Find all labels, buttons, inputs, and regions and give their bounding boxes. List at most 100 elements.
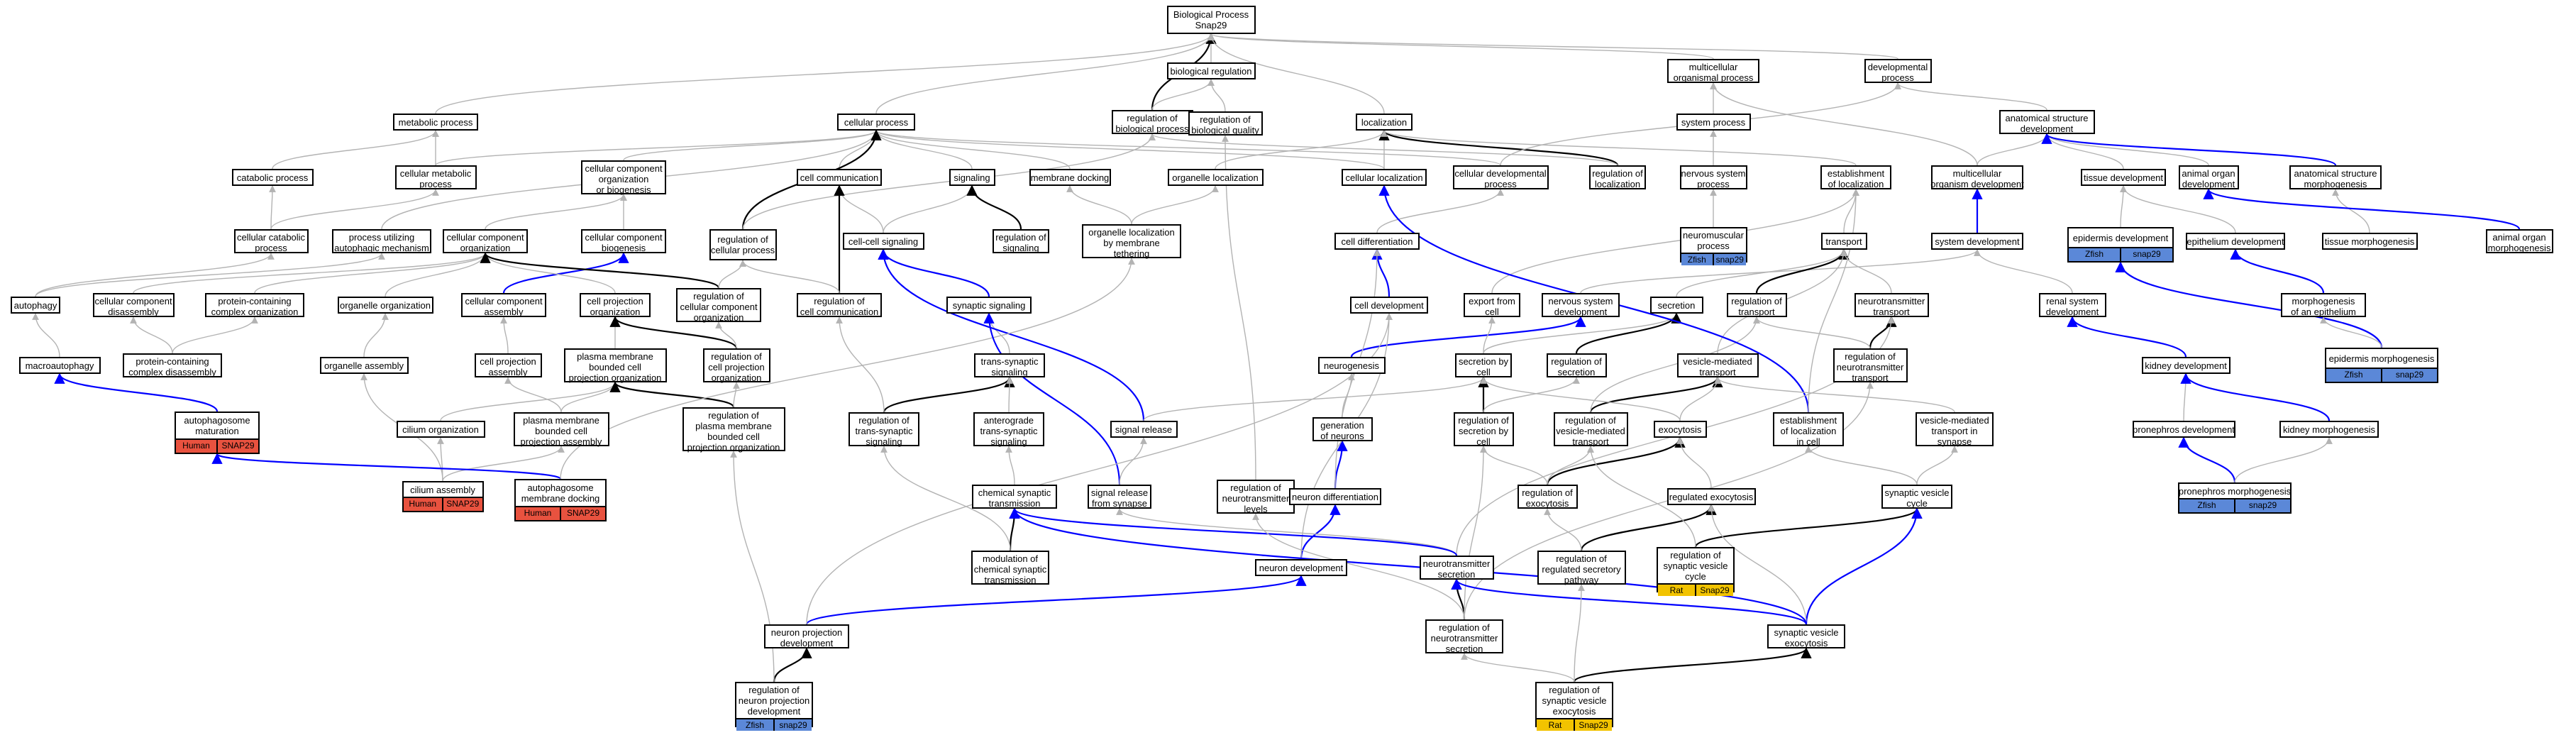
- go-term-regulation-secretion-by-cell[interactable]: regulation of secretion by cell: [1453, 412, 1514, 447]
- go-term-regulation-cellular-process[interactable]: regulation of cellular process: [709, 229, 777, 260]
- go-term-anatomical-structure-morphogenesis[interactable]: anatomical structure morphogenesis: [2289, 165, 2382, 189]
- go-term-neuron-differentiation[interactable]: neuron differentiation: [1289, 488, 1381, 505]
- go-term-system-development[interactable]: system development: [1931, 233, 2023, 250]
- go-term-signaling[interactable]: signaling: [949, 169, 995, 186]
- go-term-chemical-synaptic-transmission[interactable]: chemical synaptic transmission: [972, 485, 1057, 509]
- go-term-nervous-system-process[interactable]: nervous system process: [1679, 165, 1747, 189]
- go-term-regulation-transport[interactable]: regulation of transport: [1726, 293, 1787, 317]
- go-term-regulation-signaling[interactable]: regulation of signaling: [993, 229, 1049, 253]
- go-term-secretion[interactable]: secretion: [1649, 297, 1703, 314]
- go-term-autophagy[interactable]: autophagy: [11, 297, 60, 314]
- go-term-tissue-development[interactable]: tissue development: [2081, 169, 2166, 186]
- go-term-vesicle-mediated-transport[interactable]: vesicle-mediated transport: [1676, 353, 1759, 377]
- go-term-synaptic-signaling[interactable]: synaptic signaling: [946, 297, 1032, 314]
- go-term-cell-cell-signaling[interactable]: cell-cell signaling: [842, 233, 924, 250]
- go-term-secretion-by-cell[interactable]: secretion by cell: [1455, 353, 1512, 377]
- go-term-establishment-localization[interactable]: establishment of localization: [1820, 165, 1891, 189]
- go-term-multicellular-organism-development[interactable]: multicellular organism development: [1930, 165, 2024, 189]
- go-term-process-utilizing-autophagic[interactable]: process utilizing autophagic mechanism: [332, 229, 431, 253]
- go-term-animal-organ-development[interactable]: animal organ development: [2178, 165, 2239, 189]
- go-term-cellular-component-assembly[interactable]: cellular component assembly: [461, 293, 546, 317]
- go-term-signal-release[interactable]: signal release: [1110, 421, 1178, 438]
- go-term-cilium-organization[interactable]: cilium organization: [396, 421, 485, 438]
- go-term-organelle-assembly[interactable]: organelle assembly: [319, 357, 409, 374]
- go-term-cellular-localization[interactable]: cellular localization: [1342, 169, 1427, 186]
- go-term-synaptic-vesicle-exocytosis[interactable]: synaptic vesicle exocytosis: [1767, 624, 1845, 648]
- go-term-protein-containing-complex-organization[interactable]: protein-containing complex organization: [205, 293, 304, 317]
- go-term-system-process[interactable]: system process: [1676, 114, 1751, 131]
- go-term-cell-communication[interactable]: cell communication: [797, 169, 882, 186]
- go-term-regulated-exocytosis[interactable]: regulated exocytosis: [1666, 488, 1756, 505]
- go-term-regulation-localization[interactable]: regulation of localization: [1589, 165, 1646, 189]
- go-term-vesicle-mediated-transport-in-synapse[interactable]: vesicle-mediated transport in synapse: [1916, 412, 1994, 447]
- go-term-neurotransmitter-secretion[interactable]: neurotransmitter secretion: [1419, 556, 1494, 580]
- go-term-regulation-exocytosis[interactable]: regulation of exocytosis: [1517, 485, 1578, 509]
- go-term-plasma-membrane-bounded-cell-projection-organization[interactable]: plasma membrane bounded cell projection …: [563, 348, 667, 383]
- go-term-regulation-biological-quality[interactable]: regulation of biological quality: [1188, 111, 1263, 136]
- go-term-neurotransmitter-transport[interactable]: neurotransmitter transport: [1854, 293, 1929, 317]
- go-term-neurogenesis[interactable]: neurogenesis: [1317, 357, 1386, 374]
- go-term-pronephros-development[interactable]: pronephros development: [2132, 421, 2235, 438]
- go-term-kidney-development[interactable]: kidney development: [2141, 357, 2230, 374]
- go-term-export-from-cell[interactable]: export from cell: [1464, 293, 1520, 317]
- go-term-cell-development[interactable]: cell development: [1350, 297, 1428, 314]
- go-term-regulation-synaptic-vesicle-exocytosis[interactable]: regulation of synaptic vesicle exocytosi…: [1535, 682, 1613, 731]
- go-term-organelle-organization[interactable]: organelle organization: [337, 297, 433, 314]
- go-term-transport[interactable]: transport: [1820, 233, 1867, 250]
- go-term-cellular-component-disassembly[interactable]: cellular component disassembly: [92, 293, 175, 317]
- go-term-regulation-secretion[interactable]: regulation of secretion: [1546, 353, 1607, 377]
- go-term-anterograde-trans-synaptic-signaling[interactable]: anterograde trans-synaptic signaling: [973, 412, 1044, 447]
- go-term-modulation-chemical-synaptic-transmission[interactable]: modulation of chemical synaptic transmis…: [971, 551, 1049, 585]
- go-term-nervous-system-development[interactable]: nervous system development: [1542, 293, 1620, 317]
- go-term-regulation-neurotransmitter-transport[interactable]: regulation of neurotransmitter transport: [1833, 348, 1908, 383]
- go-term-generation-of-neurons[interactable]: generation of neurons: [1312, 417, 1373, 441]
- go-term-neuron-projection-development[interactable]: neuron projection development: [764, 624, 849, 648]
- go-term-regulation-vesicle-mediated-transport[interactable]: regulation of vesicle-mediated transport: [1553, 412, 1628, 447]
- go-term-cellular-process[interactable]: cellular process: [837, 114, 915, 131]
- go-term-trans-synaptic-signaling[interactable]: trans-synaptic signaling: [974, 353, 1045, 377]
- go-term-renal-system-development[interactable]: renal system development: [2038, 293, 2106, 317]
- go-term-cellular-metabolic-process[interactable]: cellular metabolic process: [394, 165, 477, 189]
- go-term-cell-projection-organization[interactable]: cell projection organization: [580, 293, 651, 317]
- go-term-root[interactable]: Biological Process Snap29: [1166, 6, 1256, 34]
- go-term-regulation-cellular-component-organization[interactable]: regulation of cellular component organiz…: [676, 288, 761, 323]
- go-term-metabolic-process[interactable]: metabolic process: [393, 114, 478, 131]
- go-term-plasma-membrane-bounded-cell-projection-assembly[interactable]: plasma membrane bounded cell projection …: [513, 412, 609, 447]
- go-term-regulation-cell-projection-organization[interactable]: regulation of cell projection organizati…: [702, 348, 770, 383]
- go-term-anatomical-structure-development[interactable]: anatomical structure development: [1999, 110, 2095, 134]
- go-term-cell-projection-assembly[interactable]: cell projection assembly: [474, 353, 542, 377]
- go-term-regulation-neuron-projection-development[interactable]: regulation of neuron projection developm…: [735, 682, 813, 731]
- go-term-localization[interactable]: localization: [1356, 114, 1413, 131]
- go-term-regulation-neurotransmitter-levels[interactable]: regulation of neurotransmitter levels: [1217, 480, 1295, 514]
- go-term-regulation-biological-process[interactable]: regulation of biological process: [1111, 110, 1193, 134]
- go-term-signal-release-from-synapse[interactable]: signal release from synapse: [1088, 485, 1151, 509]
- go-term-regulation-regulated-secretory-pathway[interactable]: regulation of regulated secretory pathwa…: [1537, 551, 1626, 585]
- go-term-kidney-morphogenesis[interactable]: kidney morphogenesis: [2279, 421, 2379, 438]
- go-term-protein-containing-complex-disassembly[interactable]: protein-containing complex disassembly: [123, 353, 222, 377]
- go-term-tissue-morphogenesis[interactable]: tissue morphogenesis: [2321, 233, 2418, 250]
- go-term-regulation-plasma-membrane-bounded-cell-projection-organization[interactable]: regulation of plasma membrane bounded ce…: [682, 407, 785, 453]
- go-term-ccob[interactable]: cellular component organization or bioge…: [581, 160, 666, 195]
- go-term-animal-organ-morphogenesis[interactable]: animal organ morphogenesis: [2485, 229, 2553, 253]
- go-term-synaptic-vesicle-cycle[interactable]: synaptic vesicle cycle: [1881, 485, 1952, 509]
- go-term-epithelium-development[interactable]: epithelium development: [2186, 233, 2285, 250]
- go-term-cell-differentiation[interactable]: cell differentiation: [1334, 233, 1420, 250]
- go-term-establishment-localization-in-cell[interactable]: establishment of localization in cell: [1773, 412, 1844, 447]
- go-term-multicellular-organismal-process[interactable]: multicellular organismal process: [1667, 59, 1759, 83]
- go-term-organelle-localization-by-membrane-tethering[interactable]: organelle localization by membrane tethe…: [1082, 224, 1181, 259]
- go-term-macroautophagy[interactable]: macroautophagy: [18, 357, 101, 374]
- go-term-cellular-component-biogenesis[interactable]: cellular component biogenesis: [581, 229, 666, 253]
- go-term-morphogenesis-epithelium[interactable]: morphogenesis of an epithelium: [2281, 293, 2366, 317]
- go-term-regulation-cell-communication[interactable]: regulation of cell communication: [797, 293, 882, 317]
- go-term-membrane-docking[interactable]: membrane docking: [1029, 169, 1111, 186]
- go-term-regulation-neurotransmitter-secretion[interactable]: regulation of neurotransmitter secretion: [1425, 619, 1503, 654]
- go-term-catabolic-process[interactable]: catabolic process: [231, 169, 314, 186]
- go-term-exocytosis[interactable]: exocytosis: [1653, 421, 1707, 438]
- go-term-neuron-development[interactable]: neuron development: [1255, 559, 1347, 576]
